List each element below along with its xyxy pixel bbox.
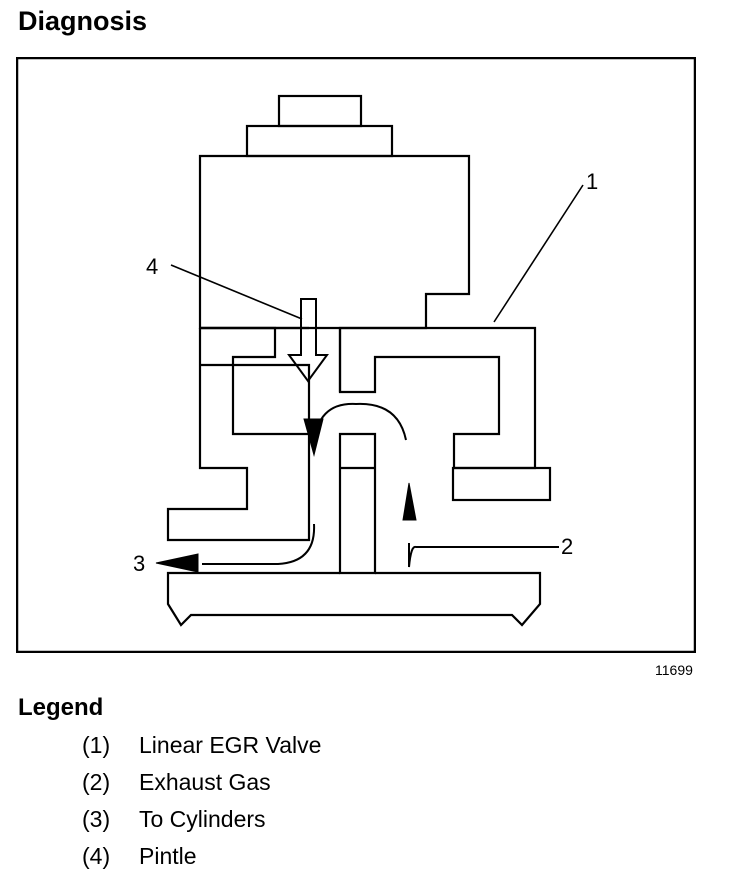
legend-item: (1) Linear EGR Valve xyxy=(82,727,321,764)
pintle-arrow xyxy=(287,298,329,383)
legend-number: (4) xyxy=(82,843,111,869)
pintle-seat xyxy=(338,432,377,575)
legend-item: (2) Exhaust Gas xyxy=(82,764,321,801)
legend-list: (1) Linear EGR Valve (2) Exhaust Gas (3) To… xyxy=(82,727,321,875)
cylinders-arrowhead-left xyxy=(155,553,199,573)
callout-1: 1 xyxy=(586,169,598,194)
leader-line-1 xyxy=(493,184,584,323)
legend-label: Pintle xyxy=(139,843,197,869)
valve-top-cap xyxy=(277,94,363,128)
legend-number: (1) xyxy=(82,732,111,758)
left-inner-pocket xyxy=(200,326,309,436)
legend-item: (4) Pintle xyxy=(82,838,321,875)
legend-number: (3) xyxy=(82,806,111,832)
flow-arc xyxy=(313,402,407,448)
legend-label: To Cylinders xyxy=(139,806,266,832)
callout-2: 2 xyxy=(561,534,573,559)
valve-base xyxy=(166,571,542,627)
callout-4: 4 xyxy=(146,254,158,279)
legend-title: Legend xyxy=(18,694,104,721)
valve-housing xyxy=(198,154,471,330)
egr-valve-diagram: 1 2 3 4 xyxy=(16,57,696,653)
page-title: Diagnosis xyxy=(18,6,148,36)
legend-number: (2) xyxy=(82,769,111,795)
exhaust-arrowhead-up xyxy=(402,482,417,521)
flow-arrowhead-down xyxy=(303,418,324,457)
leader-line-4 xyxy=(170,264,303,320)
callout-3: 3 xyxy=(133,551,145,576)
legend-label: Exhaust Gas xyxy=(139,769,271,795)
figure-id: 11699 xyxy=(655,662,693,678)
legend-label: Linear EGR Valve xyxy=(139,732,322,758)
exhaust-inlet-flow xyxy=(408,543,559,568)
right-passage-wall xyxy=(338,326,537,470)
right-flange xyxy=(451,466,552,502)
legend-item: (3) To Cylinders xyxy=(82,801,321,838)
to-cylinders-flow xyxy=(202,523,316,565)
diagram-frame xyxy=(16,57,696,653)
valve-cap-base xyxy=(245,124,394,158)
